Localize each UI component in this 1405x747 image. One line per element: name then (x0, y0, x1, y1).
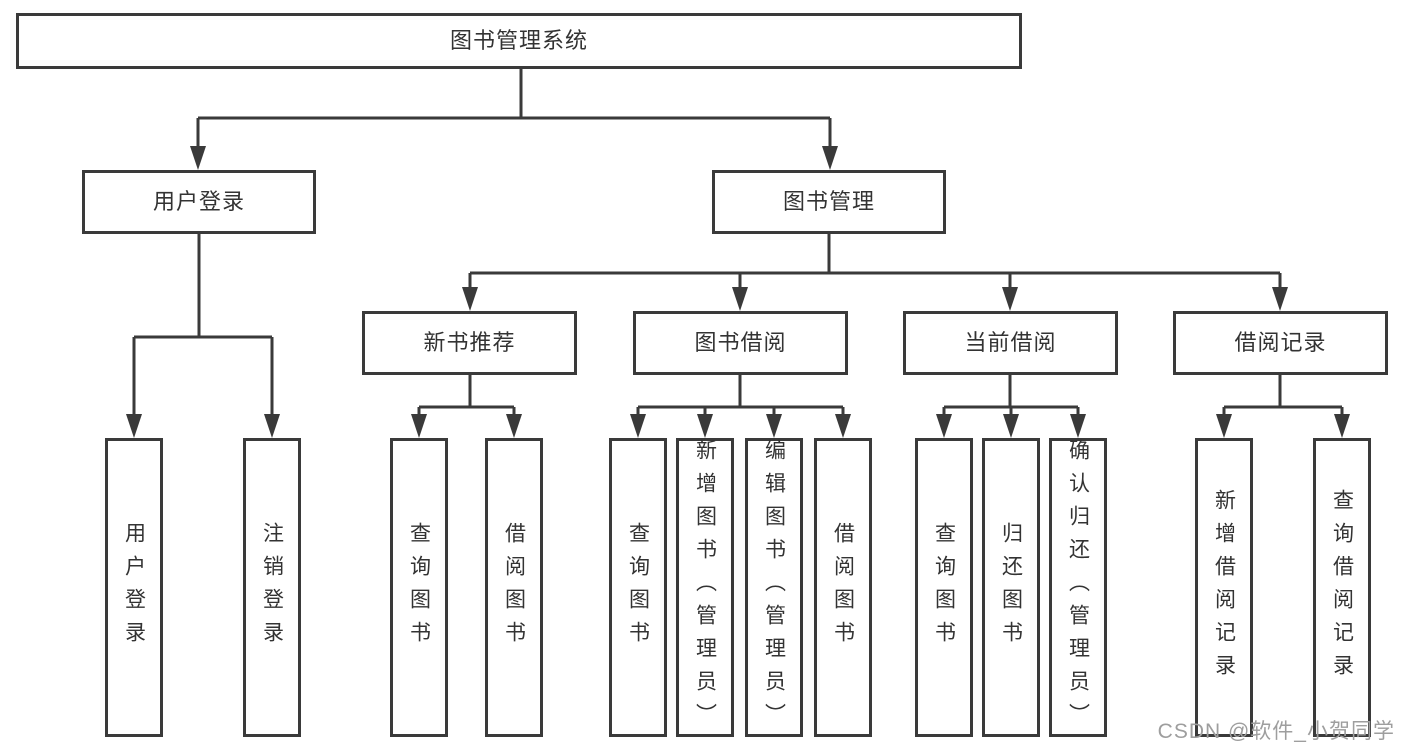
leaf-add-book-admin: 新增图书（管理员） (676, 438, 734, 737)
leaf-edit-book-admin: 编辑图书（管理员） (745, 438, 803, 737)
leaf-query-borrow-record-label: 查询借阅记录 (1330, 488, 1354, 687)
leaf-return-book: 归还图书 (982, 438, 1040, 737)
csdn-watermark: CSDN @软件_小贺同学 (1157, 720, 1395, 743)
node-user-login-label: 用户登录 (152, 189, 245, 214)
leaf-borrow-books-label: 借阅图书 (831, 521, 855, 654)
leaf-borrow-books-recommend-label: 借阅图书 (502, 521, 526, 654)
node-root: 图书管理系统 (16, 13, 1022, 69)
leaf-query-books-borrow-label: 查询图书 (626, 521, 650, 654)
node-borrow-records: 借阅记录 (1173, 311, 1388, 375)
leaf-add-book-admin-label: 新增图书（管理员） (693, 439, 717, 736)
leaf-edit-book-admin-label: 编辑图书（管理员） (762, 439, 786, 736)
node-borrow-records-label: 借阅记录 (1234, 330, 1327, 355)
leaf-confirm-return-admin-label: 确认归还（管理员） (1066, 439, 1090, 736)
leaf-return-book-label: 归还图书 (999, 521, 1023, 654)
node-root-label: 图书管理系统 (449, 28, 588, 53)
leaf-borrow-books: 借阅图书 (814, 438, 872, 737)
node-current-borrow: 当前借阅 (903, 311, 1118, 375)
leaf-query-books-current: 查询图书 (915, 438, 973, 737)
node-book-management: 图书管理 (712, 170, 946, 234)
node-new-book-recommend: 新书推荐 (362, 311, 577, 375)
node-book-borrow-label: 图书借阅 (694, 330, 787, 355)
leaf-logout-label: 注销登录 (260, 521, 284, 654)
leaf-logout: 注销登录 (243, 438, 301, 737)
node-book-borrow: 图书借阅 (633, 311, 848, 375)
node-user-login: 用户登录 (82, 170, 316, 234)
leaf-add-borrow-record-label: 新增借阅记录 (1212, 488, 1236, 687)
leaf-user-login-label: 用户登录 (122, 521, 146, 654)
leaf-query-books-recommend-label: 查询图书 (407, 521, 431, 654)
leaf-borrow-books-recommend: 借阅图书 (485, 438, 543, 737)
leaf-query-books-borrow: 查询图书 (609, 438, 667, 737)
node-new-book-recommend-label: 新书推荐 (423, 330, 516, 355)
leaf-query-books-current-label: 查询图书 (932, 521, 956, 654)
node-book-management-label: 图书管理 (782, 189, 875, 214)
leaf-query-books-recommend: 查询图书 (390, 438, 448, 737)
leaf-confirm-return-admin: 确认归还（管理员） (1049, 438, 1107, 737)
leaf-user-login: 用户登录 (105, 438, 163, 737)
leaf-add-borrow-record: 新增借阅记录 (1195, 438, 1253, 737)
node-current-borrow-label: 当前借阅 (964, 330, 1057, 355)
arrowheads (126, 146, 1350, 438)
leaf-query-borrow-record: 查询借阅记录 (1313, 438, 1371, 737)
